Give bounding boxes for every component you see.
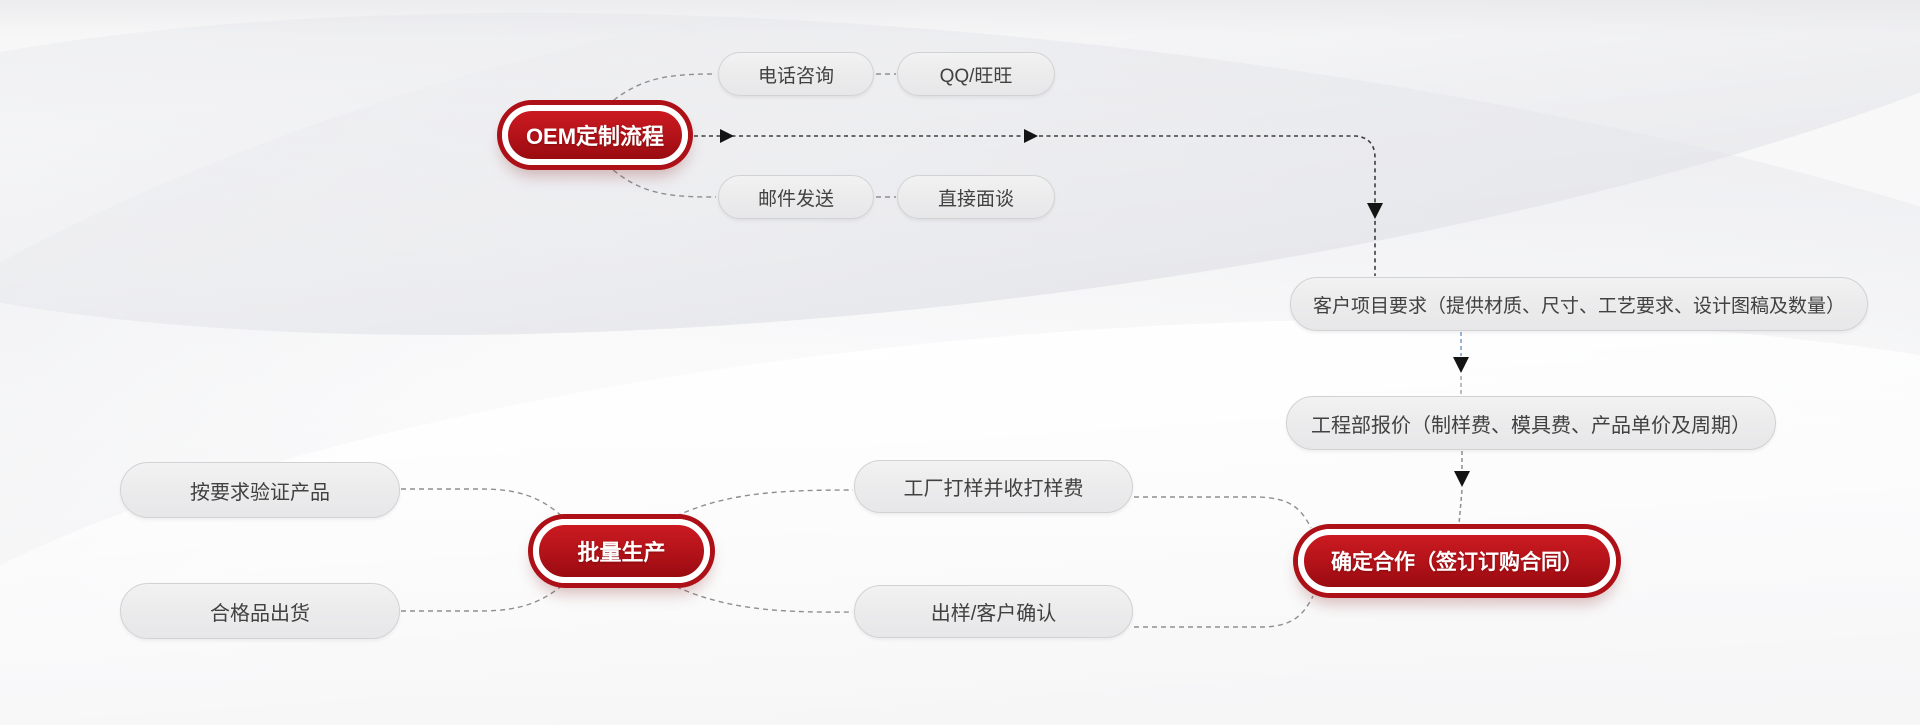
node-email-send: 邮件发送: [718, 175, 874, 219]
node-face-to-face: 直接面谈: [897, 175, 1055, 219]
node-label: 出样/客户确认: [930, 603, 1057, 625]
node-label: 工厂打样并收打样费: [903, 478, 1084, 500]
arrowhead-right-icon: [1024, 129, 1038, 143]
connector-quotation-confirm-tail: [1458, 489, 1463, 525]
node-qq-wangwang: QQ/旺旺: [897, 52, 1055, 96]
connector-shipment-mass: [401, 574, 575, 612]
node-label: 直接面谈: [937, 188, 1014, 210]
node-engineering-quotation: 工程部报价（制样费、模具费、产品单价及周期）: [1286, 396, 1776, 450]
node-confirm-cooperation: 确定合作（签订订购合同）: [1298, 529, 1616, 593]
node-label: 电话咨询: [757, 65, 834, 87]
node-label: 客户项目要求（提供材质、尺寸、工艺要求、设计图稿及数量）: [1312, 295, 1845, 317]
node-label: 合格品出货: [210, 602, 310, 625]
node-label: 按要求验证产品: [190, 481, 330, 504]
arrowhead-down-icon: [1453, 357, 1469, 373]
node-label: OEM定制流程: [525, 124, 665, 149]
arrowhead-down-icon: [1454, 471, 1470, 487]
arrowhead-right-icon: [720, 129, 734, 143]
node-customer-requirements: 客户项目要求（提供材质、尺寸、工艺要求、设计图稿及数量）: [1290, 277, 1868, 331]
node-factory-sampling: 工厂打样并收打样费: [854, 460, 1133, 513]
node-oem-process-root: OEM定制流程: [502, 105, 688, 165]
connector-mass-sampling: [667, 489, 854, 521]
node-phone-consult: 电话咨询: [718, 52, 874, 96]
node-mass-production: 批量生产: [533, 519, 710, 583]
node-sample-customer-confirm: 出样/客户确认: [854, 585, 1133, 638]
node-label: 邮件发送: [757, 188, 834, 210]
node-verify-product: 按要求验证产品: [120, 462, 400, 518]
connector-sampling-confirm: [1134, 496, 1312, 529]
node-label: QQ/旺旺: [939, 65, 1013, 87]
arrowhead-down-icon: [1367, 203, 1383, 219]
node-label: 确定合作（签订订购合同）: [1331, 551, 1583, 574]
connector-mass-sampleconfirm: [667, 582, 854, 613]
node-label: 工程部报价（制样费、模具费、产品单价及周期）: [1311, 414, 1751, 437]
connector-sampleconfirm-confirm: [1134, 595, 1314, 628]
connector-verify-mass: [401, 488, 575, 529]
node-qualified-shipment: 合格品出货: [120, 583, 400, 639]
node-label: 批量生产: [577, 540, 666, 565]
